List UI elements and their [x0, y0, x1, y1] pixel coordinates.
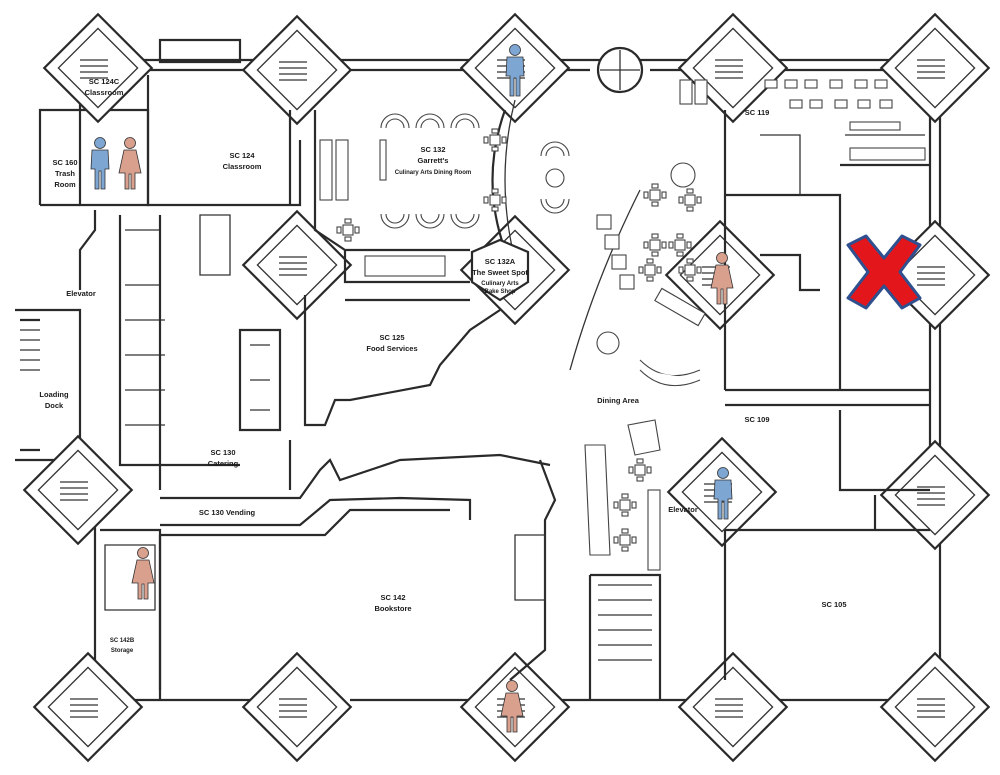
label-sc130-name: Catering	[208, 459, 239, 468]
label-loading-dock-1: Loading	[39, 390, 69, 399]
label-sc142-name: Bookstore	[374, 604, 411, 613]
label-sc132a-sub2: Bake Shop	[484, 289, 515, 295]
label-sc130-vending: SC 130 Vending	[199, 508, 256, 517]
label-sc124c-name: Classroom	[85, 88, 124, 97]
label-loading-dock-2: Dock	[45, 401, 64, 410]
label-sc119: SC 119	[745, 108, 770, 117]
restroom-marker-female-sc142b	[131, 547, 155, 600]
label-sc142b-code: SC 142B	[110, 638, 135, 644]
label-sc109: SC 109	[744, 415, 769, 424]
label-sc160-name2: Room	[54, 180, 76, 189]
label-sc160-name1: Trash	[55, 169, 75, 178]
label-sc132-name: Garrett's	[418, 156, 449, 165]
label-sc160-code: SC 160	[52, 158, 77, 167]
interior-walls	[20, 46, 930, 700]
label-sc130-code: SC 130	[210, 448, 235, 457]
restroom-marker-male-sc160	[90, 137, 110, 190]
label-sc124c-code: SC 124C	[89, 77, 120, 86]
label-sc142b-name: Storage	[111, 648, 134, 654]
x-mark-icon	[846, 234, 922, 310]
label-sc125-code: SC 125	[379, 333, 404, 342]
label-dining-area: Dining Area	[597, 396, 640, 405]
label-sc132a-sub1: Culinary Arts	[481, 281, 519, 287]
building-outline	[15, 38, 942, 702]
label-sc124-name: Classroom	[223, 162, 262, 171]
label-sc132-sub: Culinary Arts Dining Room	[395, 170, 471, 176]
label-sc132a-code: SC 132A	[485, 257, 516, 266]
label-sc105: SC 105	[821, 600, 846, 609]
label-sc132a-name: The Sweet Spot	[472, 268, 528, 277]
label-sc142-code: SC 142	[380, 593, 405, 602]
label-sc124-code: SC 124	[229, 151, 255, 160]
restroom-marker-female-sc160	[118, 137, 142, 190]
label-elevator-east: Elevator	[668, 505, 698, 514]
label-elevator-west: Elevator	[66, 289, 96, 298]
stair-towers	[23, 13, 990, 762]
furniture	[319, 79, 926, 571]
label-sc125-name: Food Services	[366, 344, 417, 353]
label-sc132-code: SC 132	[420, 145, 445, 154]
